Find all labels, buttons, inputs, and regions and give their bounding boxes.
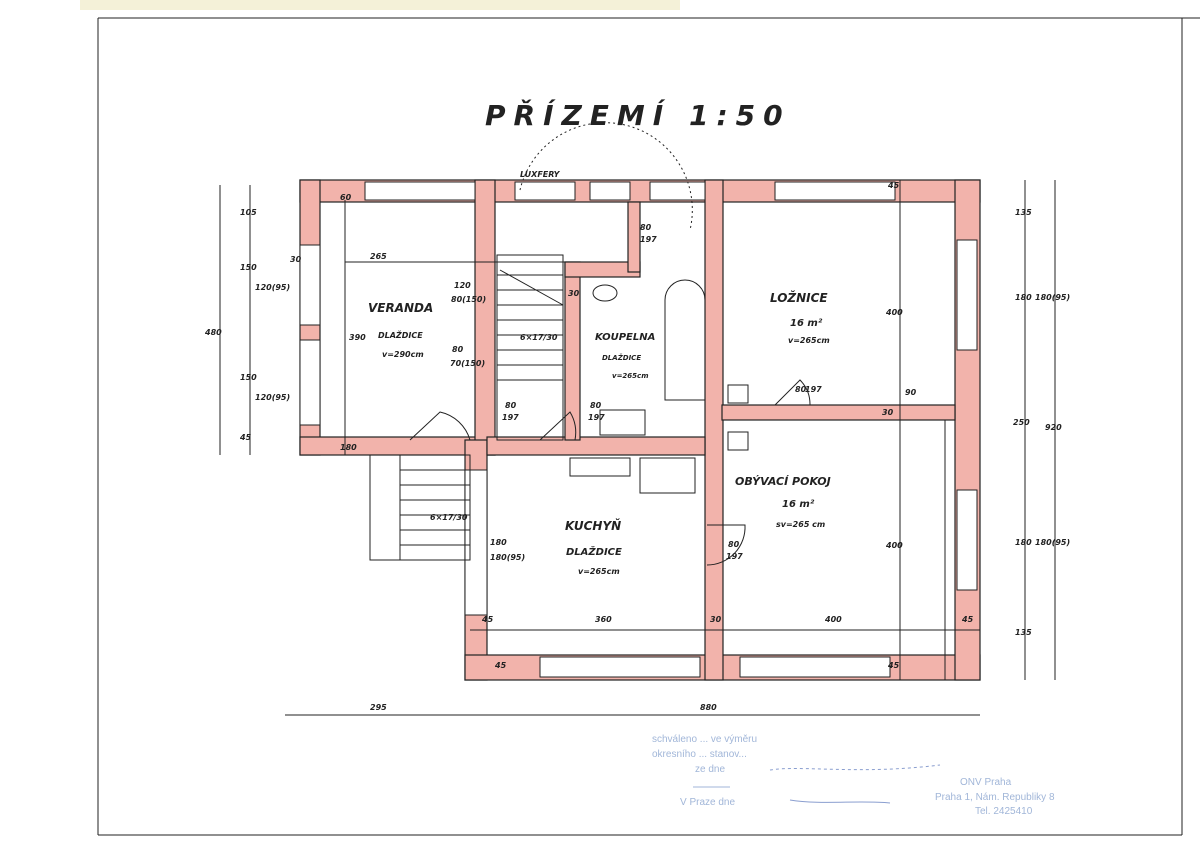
svg-text:150: 150 xyxy=(240,373,257,382)
svg-text:80: 80 xyxy=(590,401,602,410)
svg-text:197: 197 xyxy=(805,385,822,394)
svg-text:197: 197 xyxy=(726,552,743,561)
svg-text:80(150): 80(150) xyxy=(451,295,486,304)
svg-text:180: 180 xyxy=(1015,293,1032,302)
svg-text:150: 150 xyxy=(240,263,257,272)
signature-2 xyxy=(789,799,891,804)
svg-text:schváleno ... ve výměru: schváleno ... ve výměru xyxy=(652,734,757,745)
svg-text:120: 120 xyxy=(454,281,471,290)
bathroom-fixtures xyxy=(519,122,749,494)
svg-text:30: 30 xyxy=(882,408,894,417)
svg-text:265: 265 xyxy=(370,252,387,261)
tape-strip xyxy=(80,0,680,10)
svg-text:45: 45 xyxy=(887,181,900,190)
svg-text:sv=265 cm: sv=265 cm xyxy=(776,520,825,529)
label-luxfery: LUXFERY xyxy=(520,170,561,179)
svg-text:135: 135 xyxy=(1015,628,1032,637)
svg-text:LOŽNICE: LOŽNICE xyxy=(770,290,828,305)
svg-text:45: 45 xyxy=(481,615,494,624)
svg-text:80: 80 xyxy=(640,223,652,232)
svg-text:45: 45 xyxy=(494,661,507,670)
svg-text:180(95): 180(95) xyxy=(1035,538,1070,547)
svg-text:80: 80 xyxy=(728,540,740,549)
svg-text:16 m²: 16 m² xyxy=(782,499,815,510)
doors xyxy=(409,379,811,566)
svg-text:DLAŽDICE: DLAŽDICE xyxy=(602,353,641,362)
svg-text:45: 45 xyxy=(961,615,974,624)
svg-text:45: 45 xyxy=(239,433,252,442)
svg-text:60: 60 xyxy=(340,193,352,202)
svg-text:6×17/30: 6×17/30 xyxy=(430,513,468,522)
room-kuchyn: KUCHYŇ DLAŽDICE v=265cm xyxy=(565,518,622,576)
svg-text:30: 30 xyxy=(568,289,580,298)
svg-text:V Praze dne: V Praze dne xyxy=(680,797,735,808)
svg-text:180(95): 180(95) xyxy=(490,553,525,562)
room-veranda: VERANDA DLAŽDICE v=290cm xyxy=(368,301,433,359)
room-loznice: LOŽNICE 16 m² v=265cm xyxy=(770,290,830,345)
svg-text:Tel. 2425410: Tel. 2425410 xyxy=(975,806,1033,817)
svg-text:OBÝVACÍ POKOJ: OBÝVACÍ POKOJ xyxy=(735,475,831,488)
svg-text:30: 30 xyxy=(710,615,722,624)
svg-text:Praha 1, Nám. Republiky 8: Praha 1, Nám. Republiky 8 xyxy=(935,792,1055,803)
svg-text:360: 360 xyxy=(595,615,612,624)
svg-text:400: 400 xyxy=(824,615,842,624)
svg-text:135: 135 xyxy=(1015,208,1032,217)
svg-text:VERANDA: VERANDA xyxy=(368,301,433,315)
svg-text:180: 180 xyxy=(340,443,357,452)
svg-text:v=265cm: v=265cm xyxy=(578,567,620,576)
svg-text:105: 105 xyxy=(240,208,257,217)
svg-text:180: 180 xyxy=(1015,538,1032,547)
svg-text:ONV Praha: ONV Praha xyxy=(960,777,1012,788)
room-obyvaci-pokoj: OBÝVACÍ POKOJ 16 m² sv=265 cm xyxy=(735,475,831,529)
svg-text:KOUPELNA: KOUPELNA xyxy=(595,332,655,343)
svg-text:180(95): 180(95) xyxy=(1035,293,1070,302)
svg-text:DLAŽDICE: DLAŽDICE xyxy=(566,544,622,558)
svg-text:okresního ... stanov...: okresního ... stanov... xyxy=(652,749,747,760)
svg-text:70(150): 70(150) xyxy=(450,359,485,368)
svg-text:180: 180 xyxy=(490,538,507,547)
svg-text:ze dne: ze dne xyxy=(695,764,725,775)
svg-text:80: 80 xyxy=(505,401,517,410)
svg-text:480: 480 xyxy=(204,328,222,337)
svg-text:KUCHYŇ: KUCHYŇ xyxy=(565,518,621,533)
svg-text:v=265cm: v=265cm xyxy=(788,336,830,345)
dimension-labels: 265 60 30 120 80(150) 80 70(150) 30 80 1… xyxy=(204,181,1070,712)
svg-text:v=290cm: v=290cm xyxy=(382,350,424,359)
signature xyxy=(769,764,941,771)
svg-text:400: 400 xyxy=(885,541,903,550)
svg-text:120(95): 120(95) xyxy=(255,393,290,402)
svg-text:920: 920 xyxy=(1045,423,1062,432)
svg-text:6×17/30: 6×17/30 xyxy=(520,333,558,342)
approval-stamp: schváleno ... ve výměru okresního ... st… xyxy=(652,734,1055,817)
svg-text:DLAŽDICE: DLAŽDICE xyxy=(378,330,423,340)
svg-text:16 m²: 16 m² xyxy=(790,318,823,329)
svg-text:197: 197 xyxy=(502,413,519,422)
svg-text:400: 400 xyxy=(885,308,903,317)
staircase xyxy=(369,254,564,561)
svg-text:390: 390 xyxy=(349,333,366,342)
dimension-lines xyxy=(219,180,1056,716)
svg-text:80: 80 xyxy=(452,345,464,354)
svg-text:120(95): 120(95) xyxy=(255,283,290,292)
windows xyxy=(299,181,978,678)
svg-text:250: 250 xyxy=(1013,418,1030,427)
room-koupelna: KOUPELNA DLAŽDICE v=265cm xyxy=(595,332,655,380)
svg-text:v=265cm: v=265cm xyxy=(612,372,648,380)
svg-text:90: 90 xyxy=(905,388,917,397)
svg-text:295: 295 xyxy=(370,703,387,712)
plan-title: PŘÍZEMÍ 1:50 xyxy=(485,98,791,132)
svg-text:197: 197 xyxy=(588,413,605,422)
svg-text:80: 80 xyxy=(795,385,807,394)
svg-text:45: 45 xyxy=(887,661,900,670)
svg-text:30: 30 xyxy=(290,255,302,264)
svg-text:197: 197 xyxy=(640,235,657,244)
svg-text:880: 880 xyxy=(700,703,717,712)
